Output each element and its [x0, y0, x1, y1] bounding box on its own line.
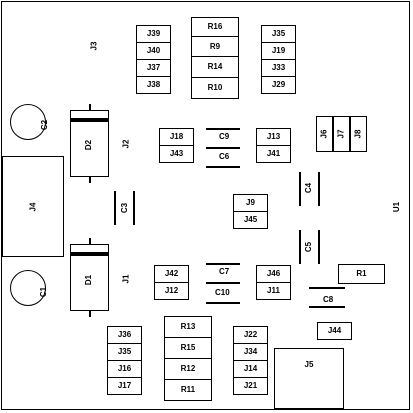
label-c1: C1 — [39, 286, 49, 298]
label-c6: C6 — [219, 152, 230, 161]
label-c2: C2 — [40, 119, 50, 131]
resistor-r11: R11 — [164, 379, 212, 401]
jumper-j35: J35 — [261, 25, 296, 43]
jumper-j19: J19 — [261, 42, 296, 60]
jumper-j29: J29 — [261, 76, 296, 94]
c9-plate — [206, 128, 240, 130]
d1-lead-top — [89, 238, 91, 244]
resistor-r15: R15 — [164, 337, 212, 359]
d2-cathode-band — [70, 118, 109, 122]
jumper-j17: J17 — [107, 377, 142, 395]
d2-lead-top — [89, 104, 91, 110]
label-j7: J7 — [336, 129, 346, 139]
label-d1: D1 — [84, 274, 94, 286]
d1-lead-bottom — [89, 310, 91, 317]
label-c8: C8 — [323, 295, 334, 304]
jumper-j16: J16 — [107, 360, 142, 378]
label-u1: U1 — [392, 201, 402, 213]
c10-plate-bottom — [206, 302, 240, 304]
resistor-r10: R10 — [191, 77, 239, 99]
c4-plate-left — [299, 172, 301, 206]
jumper-j22: J22 — [233, 326, 268, 344]
resistor-r9: R9 — [191, 36, 239, 57]
jumper-j42: J42 — [154, 265, 189, 283]
label-j4: J4 — [28, 202, 37, 211]
jumper-j43: J43 — [159, 145, 194, 163]
jumper-j46: J46 — [256, 265, 291, 283]
jumper-j38: J38 — [136, 76, 171, 94]
c7-plate — [206, 263, 240, 265]
c5-plate-left — [299, 230, 301, 264]
resistor-r14: R14 — [191, 56, 239, 78]
jumper-j34: J34 — [233, 343, 268, 361]
jumper-j36: J36 — [107, 326, 142, 344]
resistor-r1: R1 — [338, 264, 385, 284]
jumper-j7: J7 — [333, 116, 350, 152]
capacitor-c2-outline — [10, 104, 46, 140]
jumper-j40: J40 — [136, 42, 171, 60]
label-j1: J1 — [121, 274, 131, 284]
c8-plate-top — [309, 287, 345, 289]
label-j3: J3 — [89, 41, 99, 51]
label-c5: C5 — [304, 241, 314, 253]
label-c10: C10 — [215, 288, 230, 297]
jumper-j39: J39 — [136, 25, 171, 43]
connector-j4: J4 — [2, 156, 64, 257]
jumper-j11: J11 — [256, 282, 291, 300]
jumper-j14: J14 — [233, 360, 268, 378]
label-c9: C9 — [219, 132, 230, 141]
jumper-j37: J37 — [136, 59, 171, 77]
label-d2: D2 — [84, 139, 94, 151]
jumper-j13: J13 — [256, 128, 291, 146]
d2-lead-bottom — [89, 176, 91, 183]
c6-plate-bottom — [206, 166, 240, 168]
d1-cathode-band — [70, 252, 109, 256]
jumper-j12: J12 — [154, 282, 189, 300]
connector-j5: J5 — [274, 348, 344, 409]
jumper-j35-bottom: J35 — [107, 343, 142, 361]
jumper-j44: J44 — [317, 322, 352, 340]
jumper-j45: J45 — [233, 211, 268, 229]
resistor-r12: R12 — [164, 358, 212, 380]
label-c7: C7 — [219, 267, 230, 276]
label-c3: C3 — [120, 202, 130, 214]
c3-plate-left — [114, 191, 116, 225]
jumper-j18: J18 — [159, 128, 194, 146]
resistor-r16: R16 — [191, 17, 239, 37]
label-j6: J6 — [319, 129, 329, 139]
c10-plate-top — [206, 282, 240, 284]
jumper-j41: J41 — [256, 145, 291, 163]
c5-plate-right — [318, 230, 320, 264]
jumper-j6: J6 — [316, 116, 333, 152]
label-c4: C4 — [304, 182, 314, 194]
jumper-j9: J9 — [233, 194, 268, 212]
capacitor-c1-outline — [10, 270, 46, 306]
c4-plate-right — [318, 172, 320, 206]
jumper-j8: J8 — [350, 116, 367, 152]
jumper-j21: J21 — [233, 377, 268, 395]
label-j2: J2 — [121, 139, 131, 149]
c3-plate-right — [133, 191, 135, 225]
c6-plate-top — [206, 147, 240, 149]
resistor-r13: R13 — [164, 316, 212, 338]
jumper-j33: J33 — [261, 59, 296, 77]
label-j8: J8 — [353, 129, 363, 139]
c8-plate-bottom — [309, 306, 345, 308]
